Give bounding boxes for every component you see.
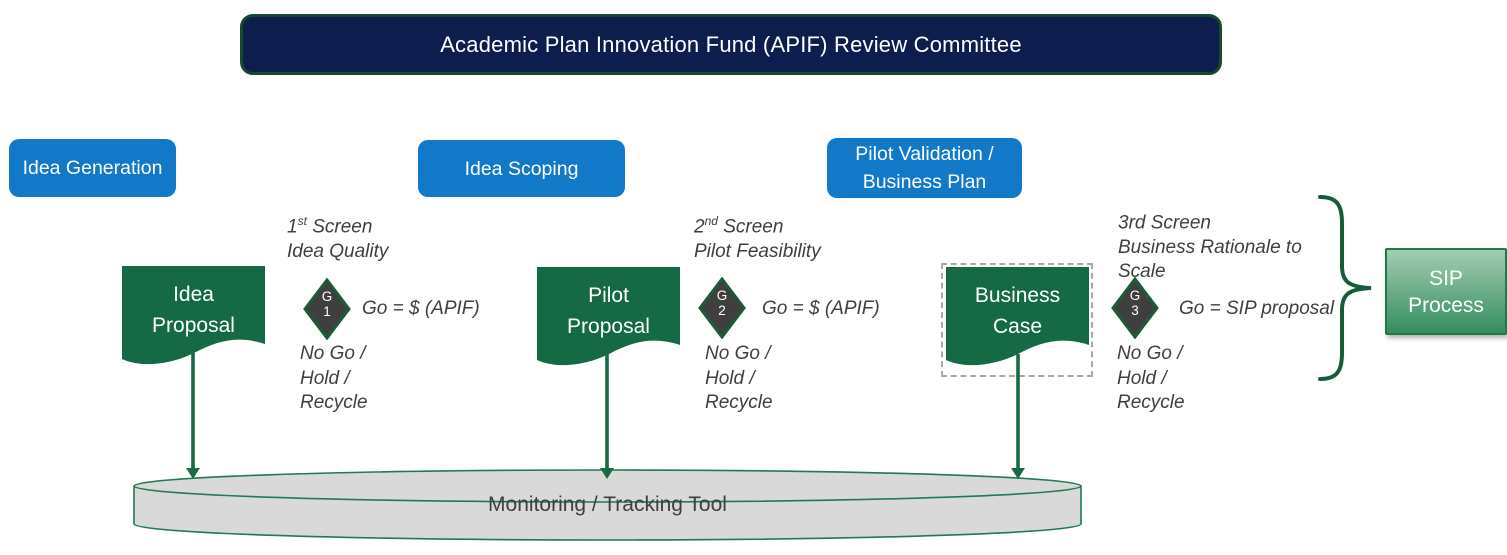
gate-label: G 2: [716, 288, 728, 318]
screen-2-note: 2nd Screen Pilot Feasibility: [694, 214, 821, 262]
stage-idea-scoping: Idea Scoping: [418, 140, 625, 197]
doc-label: Business Case: [974, 284, 1061, 338]
curly-brace-icon: [1318, 195, 1372, 381]
stage-pilot-validation: Pilot Validation / Business Plan: [827, 138, 1022, 198]
diamond-icon: [1111, 277, 1159, 339]
diamond-icon: [698, 277, 746, 339]
stage-label-line2: Business Plan: [862, 171, 987, 193]
stage-label-line1: Pilot Validation /: [855, 143, 994, 165]
document-shape-icon: [122, 266, 265, 365]
cylinder-icon: [133, 469, 1082, 541]
document-shape-icon: [946, 267, 1089, 366]
go-label-2: Go = $ (APIF): [762, 298, 880, 319]
stage-label: Idea Scoping: [464, 157, 579, 180]
document-shape-icon: [537, 267, 680, 366]
screen-1-note: 1st Screen Idea Quality: [287, 214, 389, 262]
monitoring-tracking-cylinder: Monitoring / Tracking Tool: [133, 469, 1082, 543]
cylinder-label: Monitoring / Tracking Tool: [488, 493, 727, 516]
gate-label: G 3: [1129, 288, 1141, 318]
screen-3-note: 3rd Screen Business Rationale to Scale: [1118, 212, 1302, 283]
doc-business-case: Business Case: [946, 267, 1089, 371]
gate-1-diamond: G 1: [303, 278, 351, 340]
doc-idea-proposal: Idea Proposal: [122, 266, 265, 370]
gate-2-diamond: G 2: [698, 277, 746, 339]
go-label-3: Go = SIP proposal: [1179, 298, 1335, 319]
doc-pilot-proposal: Pilot Proposal: [537, 267, 680, 371]
nogo-label-3: No Go / Hold / Recycle: [1117, 343, 1185, 413]
nogo-label-1: No Go / Hold / Recycle: [300, 343, 368, 413]
title-banner: Academic Plan Innovation Fund (APIF) Rev…: [240, 14, 1222, 75]
title-banner-label: Academic Plan Innovation Fund (APIF) Rev…: [440, 31, 1022, 57]
doc-label: Idea Proposal: [152, 283, 235, 337]
sip-process-box: SIP Process: [1385, 248, 1507, 335]
gate-label: G 1: [321, 289, 333, 319]
diamond-icon: [303, 278, 351, 340]
go-label-1: Go = $ (APIF): [362, 298, 480, 319]
stage-label: Idea Generation: [22, 157, 163, 179]
gate-3-diamond: G 3: [1111, 277, 1159, 339]
nogo-label-2: No Go / Hold / Recycle: [705, 343, 773, 413]
doc-label: Pilot Proposal: [567, 284, 650, 338]
stage-idea-generation: Idea Generation: [9, 139, 176, 197]
